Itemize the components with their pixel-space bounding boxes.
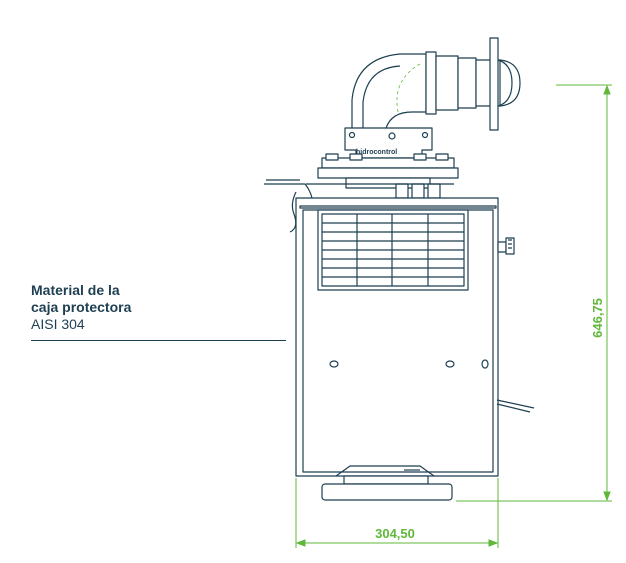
height-dimension-label: 646,75 — [590, 298, 605, 338]
key-icon — [497, 237, 515, 255]
equipment-outline — [264, 37, 535, 501]
width-dimension — [295, 478, 499, 548]
height-dimension — [456, 84, 612, 502]
material-callout: Material de la caja protectora AISI 304 — [31, 282, 286, 341]
callout-title-line2: caja protectora — [31, 299, 132, 315]
vent-grille — [317, 209, 469, 291]
top-flange — [306, 153, 459, 199]
right-cable — [496, 399, 535, 413]
width-dimension-label: 304,50 — [375, 526, 415, 541]
bottom-outlet — [321, 465, 453, 501]
elbow-pipe — [351, 37, 521, 141]
brand-mark: hidrocontrol — [356, 149, 397, 156]
callout-value: AISI 304 — [31, 316, 85, 332]
callout-divider — [31, 340, 286, 341]
door-screws — [329, 359, 489, 369]
callout-title-line1: Material de la — [31, 282, 120, 298]
